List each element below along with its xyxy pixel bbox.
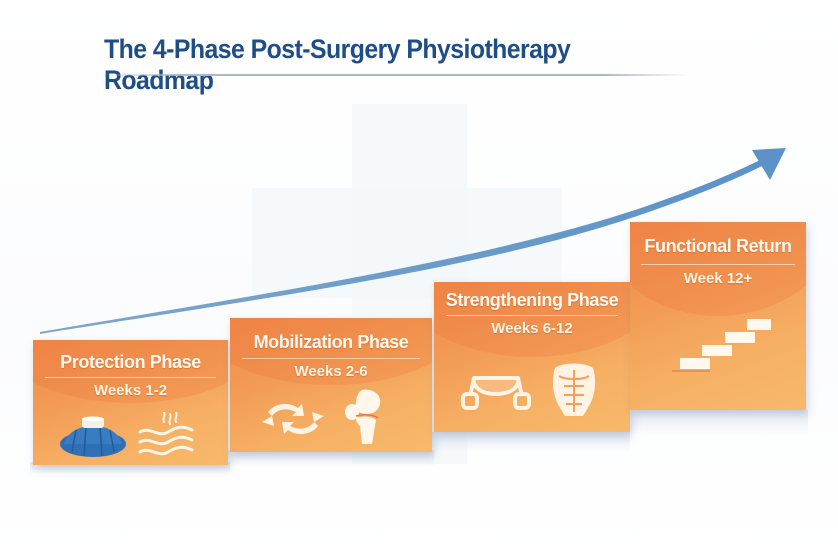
phase-card-strengthening: Strengthening Phase Weeks 6-12 <box>434 282 630 432</box>
page-title: The 4-Phase Post-Surgery Physiotherapy R… <box>104 34 571 95</box>
rotation-arrows-icon <box>262 403 324 435</box>
title-underline <box>100 74 690 76</box>
ice-pack-icon <box>60 416 126 457</box>
phase-weeks: Week 12+ <box>683 270 753 287</box>
phase-weeks: Weeks 1-2 <box>93 382 168 399</box>
phase-weeks: Weeks 6-12 <box>491 320 573 337</box>
abdominal-muscles-icon <box>552 363 596 416</box>
phase-weeks: Weeks 2-6 <box>294 363 368 380</box>
phase-divider <box>640 264 796 265</box>
phase-card-functional-return: Functional Return Week 12+ <box>630 222 806 410</box>
resistance-band-icon <box>461 376 531 410</box>
floor-shadow <box>228 450 434 466</box>
phase-card-protection: Protection Phase Weeks 1-2 <box>33 340 228 465</box>
phase-title: Protection Phase <box>60 352 201 372</box>
background-cross-horizontal <box>252 188 562 298</box>
phase-divider <box>44 377 217 378</box>
phase-card-mobilization: Mobilization Phase Weeks 2-6 <box>230 318 432 452</box>
floor-shadow <box>630 410 808 434</box>
phase-title: Functional Return <box>644 236 792 256</box>
phase-title: Mobilization Phase <box>253 332 409 352</box>
stairs-icon <box>672 319 771 372</box>
phase-title: Strengthening Phase <box>445 290 619 310</box>
phase-divider <box>445 315 619 316</box>
phase-divider <box>242 358 420 359</box>
floor-shadow <box>30 462 230 474</box>
floor-shadow <box>432 432 630 452</box>
knee-joint-icon <box>345 389 381 444</box>
heat-waves-icon <box>138 412 194 456</box>
